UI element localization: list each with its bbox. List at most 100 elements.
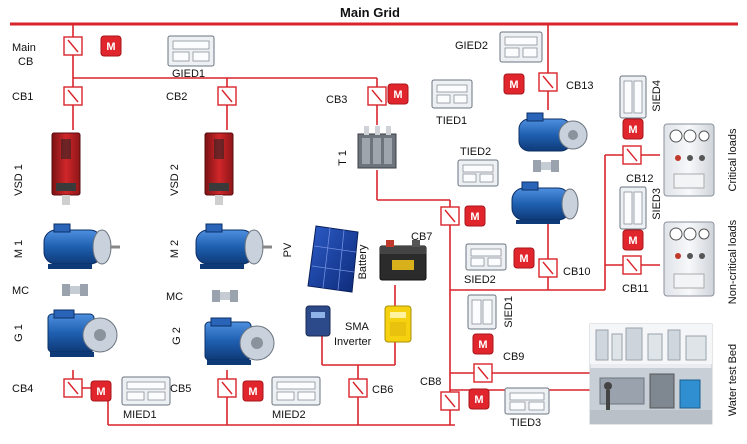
generator-g1[interactable]	[47, 309, 118, 357]
gied1-label: GIED1	[172, 68, 205, 80]
tied3-label: TIED3	[510, 417, 541, 429]
sma-inverter-label-1: SMA	[345, 321, 370, 333]
breaker-cb11[interactable]	[622, 255, 642, 275]
cb12-label: CB12	[626, 173, 654, 185]
battery-label: Battery	[357, 244, 369, 279]
sied1-label: SIED1	[503, 296, 515, 328]
svg-text:M: M	[96, 386, 105, 398]
cb10-label: CB10	[563, 266, 591, 278]
transformer-t1[interactable]	[357, 126, 397, 169]
m-marker-sied4[interactable]: M	[622, 118, 644, 140]
tied2-label: TIED2	[460, 146, 491, 158]
critical-load-bank[interactable]	[663, 123, 715, 197]
coupling-right	[533, 160, 559, 172]
sma-inverter[interactable]	[384, 305, 412, 343]
sied2-device[interactable]	[465, 243, 507, 271]
vsd2-drive[interactable]	[204, 132, 234, 205]
mied2-label: MIED2	[272, 409, 306, 421]
mied1-label: MIED1	[123, 409, 157, 421]
pv-panel[interactable]	[307, 225, 359, 293]
breaker-cb7[interactable]	[440, 206, 460, 226]
svg-text:M: M	[628, 124, 637, 136]
m2-label: M 2	[169, 240, 181, 258]
mc1-label: MC	[12, 285, 29, 297]
mied1-device[interactable]	[121, 376, 171, 406]
svg-text:M: M	[474, 394, 483, 406]
breaker-cb5[interactable]	[217, 378, 237, 398]
motor-right-lower[interactable]	[511, 181, 579, 224]
battery[interactable]	[379, 240, 427, 281]
noncritical-loads-label: Non-critical loads	[727, 219, 739, 304]
g1-label: G 1	[13, 324, 25, 342]
coupling-mc2	[212, 290, 238, 302]
breaker-cb2[interactable]	[217, 86, 237, 106]
main-grid-title: Main Grid	[340, 5, 400, 20]
main-cb-label-2: CB	[18, 56, 33, 68]
m-marker-cb10[interactable]: M	[513, 247, 535, 269]
water-test-bed-label: Water test Bed	[727, 344, 739, 416]
main-cb-label-1: Main	[12, 42, 36, 54]
breaker-cb13[interactable]	[538, 72, 558, 92]
cb1-label: CB1	[12, 91, 33, 103]
gied2-label: GIED2	[455, 40, 488, 52]
pv-inverter[interactable]	[305, 305, 331, 337]
sied3-device[interactable]	[619, 186, 647, 230]
breaker-cb9[interactable]	[473, 363, 493, 383]
m-marker-cb7[interactable]: M	[464, 205, 486, 227]
m-marker-cb3[interactable]: M	[387, 83, 409, 105]
noncritical-load-bank[interactable]	[663, 221, 715, 297]
svg-text:M: M	[628, 235, 637, 247]
tied2-device[interactable]	[457, 159, 499, 187]
mied2-device[interactable]	[271, 376, 321, 406]
breaker-cb1[interactable]	[63, 86, 83, 106]
generator-g2[interactable]	[204, 317, 275, 365]
cb2-label: CB2	[166, 91, 187, 103]
tied1-label: TIED1	[436, 115, 467, 127]
sied4-device[interactable]	[619, 75, 647, 119]
sied1-device[interactable]	[467, 294, 497, 330]
sied4-label: SIED4	[651, 80, 663, 112]
g2-label: G 2	[171, 327, 183, 345]
breaker-cb8[interactable]	[440, 391, 460, 411]
gied1-device[interactable]	[167, 35, 215, 67]
water-test-bed-image[interactable]	[589, 323, 713, 425]
t1-label: T 1	[337, 150, 349, 166]
svg-text:M: M	[106, 41, 115, 53]
m-marker-sied1[interactable]: M	[472, 333, 494, 355]
cb9-label: CB9	[503, 351, 524, 363]
motor-m1[interactable]	[43, 223, 120, 269]
tied3-device[interactable]	[504, 387, 550, 415]
motor-right-upper[interactable]	[518, 112, 588, 152]
vsd1-label: VSD 1	[13, 164, 25, 196]
svg-text:M: M	[519, 253, 528, 265]
cb4-label: CB4	[12, 383, 33, 395]
m1-label: M 1	[13, 240, 25, 258]
m-marker-cb8[interactable]: M	[468, 388, 490, 410]
breaker-cb3[interactable]	[367, 86, 387, 106]
m-marker-cb5[interactable]: M	[242, 380, 264, 402]
m-marker-sied3[interactable]: M	[622, 229, 644, 251]
m-marker-cb13[interactable]: M	[503, 73, 525, 95]
m-marker-main[interactable]: M	[100, 35, 122, 57]
cb6-label: CB6	[372, 384, 393, 396]
gied2-device[interactable]	[499, 31, 543, 63]
motor-m2[interactable]	[195, 223, 272, 269]
pv-label: PV	[282, 242, 294, 257]
cb5-label: CB5	[170, 383, 191, 395]
svg-text:M: M	[509, 79, 518, 91]
breaker-cb12[interactable]	[622, 145, 642, 165]
vsd1-drive[interactable]	[51, 132, 81, 205]
breaker-cb10[interactable]	[538, 258, 558, 278]
breaker-main-cb[interactable]	[63, 36, 83, 56]
sied2-label: SIED2	[464, 274, 496, 286]
svg-text:M: M	[470, 211, 479, 223]
breaker-cb4[interactable]	[63, 378, 83, 398]
mc2-label: MC	[166, 291, 183, 303]
m-marker-cb4[interactable]: M	[90, 380, 112, 402]
vsd2-label: VSD 2	[169, 164, 181, 196]
breaker-cb6[interactable]	[348, 378, 368, 398]
coupling-mc1	[62, 284, 88, 296]
tied1-device[interactable]	[431, 79, 473, 109]
